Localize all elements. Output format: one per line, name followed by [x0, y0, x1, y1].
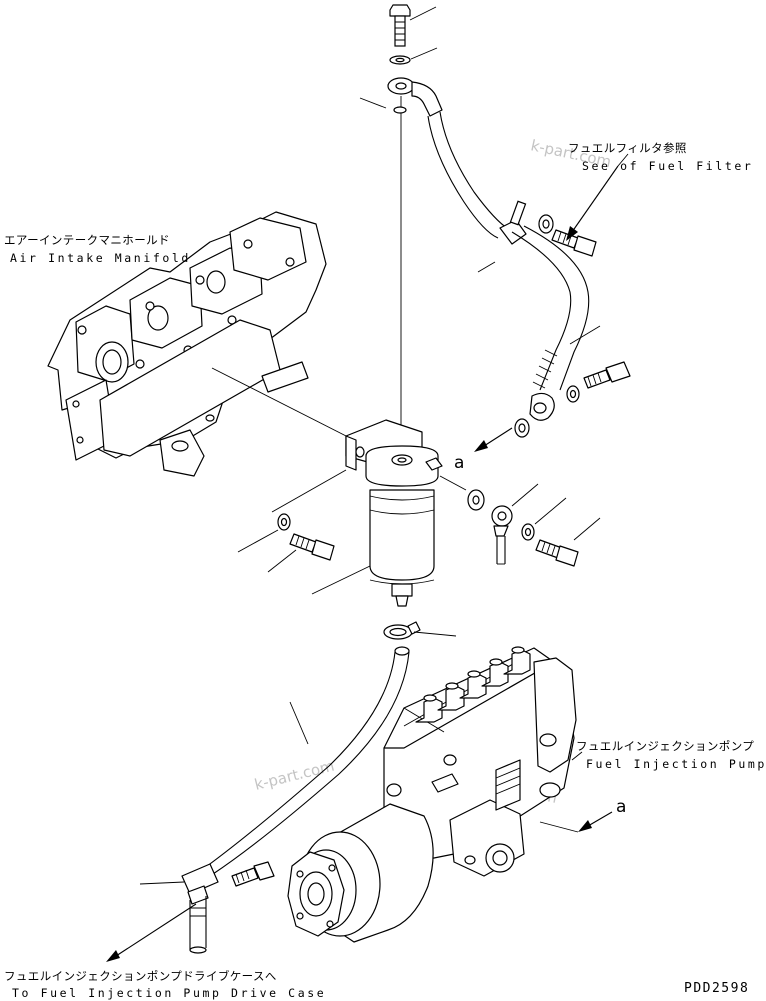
fuel-injection-pump	[287, 646, 577, 943]
top-eye-bolt	[389, 4, 437, 47]
drawing-code: PDD2598	[684, 981, 749, 996]
manifold-guide-line	[211, 367, 355, 441]
fuel-filter	[311, 419, 443, 607]
drive-case-jp: フュエルインジェクションポンプドライブケースへ	[4, 969, 277, 983]
ref-a-upper: a	[454, 453, 464, 473]
delivery-valves	[415, 646, 531, 723]
fuel-filter-ref-jp: フュエルフィルタ参照	[568, 141, 687, 155]
left-washer	[237, 513, 291, 553]
air-intake-en: Air Intake Manifold	[10, 251, 191, 265]
left-bolt	[267, 533, 335, 573]
fuel-filter-ref-en: See of Fuel Filter	[582, 159, 753, 173]
upper-fuel-pipe	[387, 77, 601, 421]
outlet-washer-2	[521, 497, 567, 541]
ref-arrow-lower	[539, 811, 613, 833]
outlet-bolt	[535, 517, 601, 567]
right-bolt	[566, 361, 631, 403]
drive-case-arrow	[106, 903, 197, 962]
air-intake-jp: エアーインテークマニホールド	[4, 233, 170, 247]
filter-outlet-washer	[439, 475, 485, 511]
top-washer	[389, 47, 438, 65]
air-intake-manifold	[47, 211, 327, 477]
injection-pump-en: Fuel Injection Pump	[586, 757, 766, 771]
fuel-filter-ref-arrow	[566, 153, 629, 241]
injection-pump-jp: フュエルインジェクションポンプ	[576, 739, 754, 753]
clamp-washer	[538, 214, 554, 234]
drive-case-en: To Fuel Injection Pump Drive Case	[12, 986, 326, 1000]
bracket-guide-line	[271, 469, 347, 513]
hose-bracket-bolt	[231, 861, 275, 887]
outlet-banjo	[491, 483, 539, 565]
small-washer	[393, 106, 407, 114]
watermark-3: k-part.com	[253, 757, 337, 794]
clamp-bolt	[551, 229, 597, 257]
hose-clamp	[383, 621, 457, 640]
pipe-end-washer	[514, 418, 530, 438]
ref-a-lower: a	[616, 797, 626, 817]
pump-label-leader	[571, 751, 583, 761]
washer-leader	[359, 97, 387, 109]
ref-arrow-upper	[474, 427, 513, 452]
